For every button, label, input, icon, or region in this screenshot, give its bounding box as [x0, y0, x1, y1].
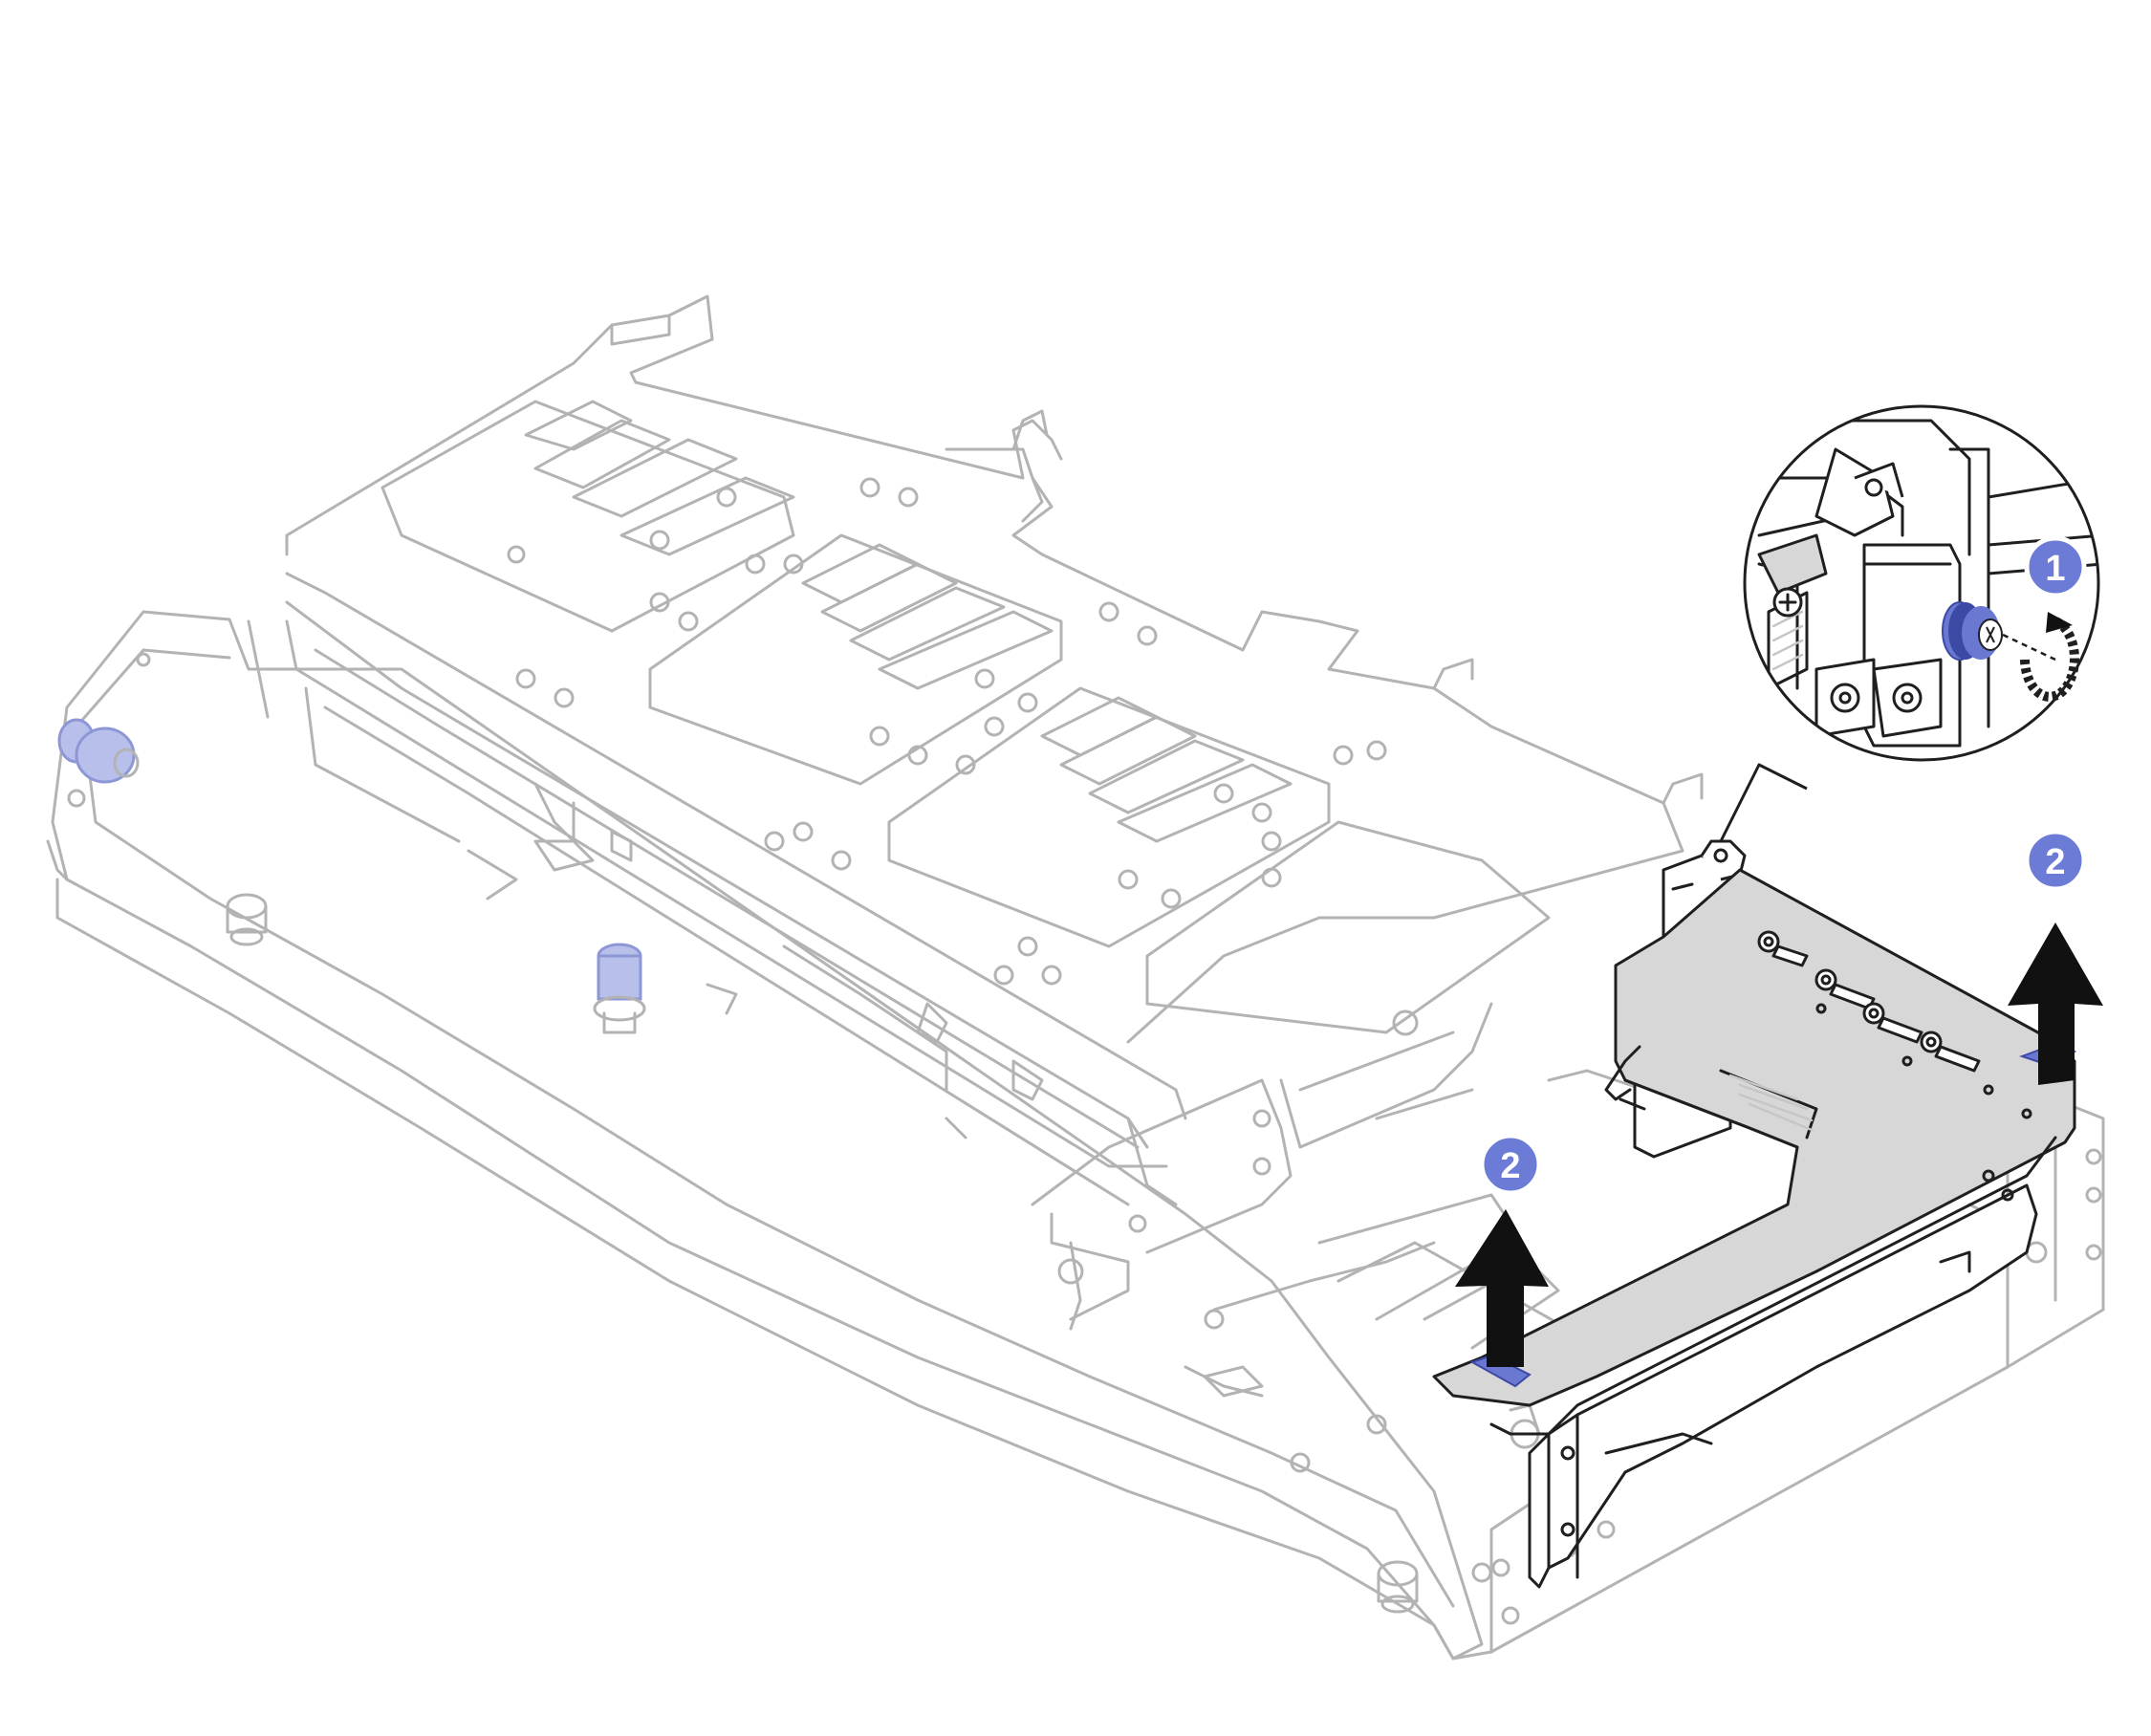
standoff-icon — [226, 893, 268, 946]
step-1-badge: 1 — [2024, 535, 2087, 598]
cage-screws — [515, 477, 1387, 986]
lift-arrow-icon — [1455, 1209, 1549, 1367]
step-2-badge-top: 2 — [2024, 829, 2087, 892]
lift-arrow-icon — [2008, 922, 2103, 1085]
riser-slots — [1757, 930, 2032, 1119]
callout-magnifier-icon — [1719, 404, 2100, 842]
chassis-outline — [51, 610, 1484, 1660]
chassis — [46, 294, 2105, 1660]
svg-text:2: 2 — [2045, 842, 2065, 882]
riser-front-flange — [1547, 1183, 2038, 1570]
riser-bracket — [1432, 839, 2077, 1589]
svg-text:1: 1 — [2045, 549, 2065, 589]
rotate-arrow-icon — [2002, 612, 2079, 702]
center-standoff-icon — [593, 943, 646, 1034]
svg-text:2: 2 — [1500, 1146, 1520, 1186]
left-thumbscrew-icon — [57, 652, 151, 808]
thumbscrew-icon[interactable] — [1942, 601, 2003, 661]
step-2-badge-bottom: 2 — [1479, 1133, 1542, 1196]
bottom-standoff-icon — [1377, 1560, 1419, 1614]
